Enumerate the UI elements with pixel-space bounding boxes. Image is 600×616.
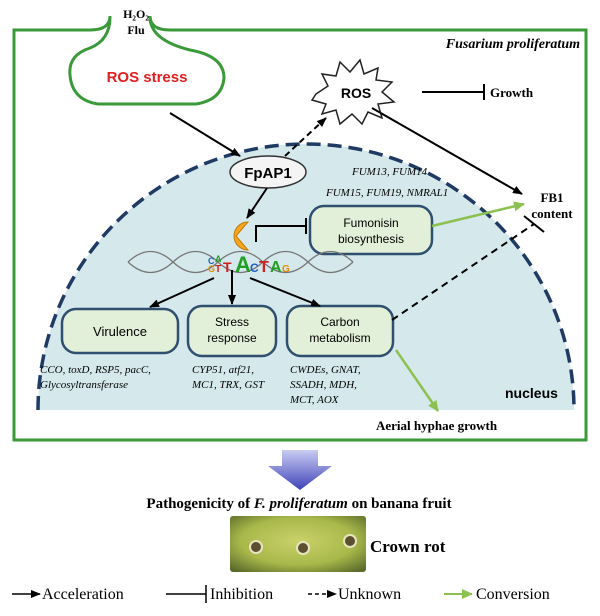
- virulence-genes-line1: CCO, toxD, RSP5, pacC,: [40, 364, 151, 376]
- banana-fruit-image: [230, 516, 366, 572]
- conversion-arrows: [394, 201, 525, 412]
- svg-text:T: T: [223, 259, 232, 275]
- virulence-box: [60, 307, 180, 355]
- fumonisin-box: [308, 204, 434, 256]
- arrows: [149, 107, 535, 321]
- nucleus-label: nucleus: [505, 385, 558, 401]
- legend-graphics: [12, 585, 473, 603]
- svg-text:A: A: [270, 259, 282, 276]
- inhibition-lines: [255, 84, 545, 242]
- fpap1-protein-icon: [233, 221, 250, 251]
- fpap1-label: FpAP1: [244, 165, 292, 182]
- pathogenicity-species: F. proliferatum: [253, 496, 348, 512]
- svg-text:G: G: [282, 264, 290, 275]
- svg-text:C: C: [208, 256, 215, 266]
- fb1-line2: content: [531, 206, 573, 221]
- ros-stress-label: ROS stress: [107, 69, 188, 86]
- organism-label: Fusarium proliferatum: [445, 37, 580, 52]
- stress-genes-line1: CYP51, atf21,: [192, 364, 254, 376]
- virulence-label: Virulence: [93, 324, 147, 339]
- carbon-genes-line2: SSADH, MDH,: [290, 379, 357, 391]
- stressor-h2o2: H₂O₂: [123, 7, 149, 21]
- legend-inhibition: Inhibition: [210, 586, 273, 603]
- carbon-metabolism-line2: metabolism: [309, 331, 370, 345]
- fumonisin-line2: biosynthesis: [338, 232, 404, 246]
- carbon-metabolism-box: [285, 304, 395, 358]
- svg-text:C: C: [250, 261, 259, 275]
- virulence-genes-line2: Glycosyltransferase: [40, 379, 128, 391]
- down-arrow-icon: [268, 450, 332, 490]
- fpap1-ellipse: [229, 155, 307, 189]
- pathogenicity-suffix: on banana fruit: [348, 496, 452, 512]
- fb1-line1: FB1: [540, 190, 563, 205]
- legend-unknown: Unknown: [338, 586, 401, 603]
- crown-rot-label: Crown rot: [370, 537, 446, 556]
- ros-label: ROS: [341, 85, 371, 101]
- svg-text:A: A: [215, 254, 222, 264]
- stress-response-line2: response: [207, 331, 257, 345]
- fum-genes-line2: FUM15, FUM19, NMRAL1: [325, 187, 448, 199]
- fum-genes-line1: FUM13, FUM14: [351, 166, 428, 178]
- carbon-metabolism-line1: Carbon: [320, 315, 359, 329]
- pathogenicity-title: Pathogenicity of F. proliferatum on bana…: [146, 496, 451, 512]
- growth-label: Growth: [490, 85, 534, 100]
- aerial-hyphae-label: Aerial hyphae growth: [376, 418, 498, 433]
- carbon-genes-line3: MCT, AOX: [289, 394, 340, 406]
- stressor-flu: Flu: [127, 23, 145, 37]
- pathogenicity-prefix: Pathogenicity of: [146, 496, 253, 512]
- ros-stress-vesicle: [68, 16, 226, 106]
- sequence-logo: G C T A T A C T A G: [208, 252, 290, 277]
- fumonisin-line1: Fumonisin: [343, 216, 398, 230]
- svg-text:G: G: [208, 264, 215, 274]
- dna-helix: [127, 250, 354, 274]
- legend-conversion: Conversion: [476, 586, 550, 603]
- legend-acceleration: Acceleration: [42, 586, 124, 603]
- stress-response-box: [186, 304, 278, 358]
- svg-text:T: T: [215, 264, 221, 275]
- stress-genes-line2: MC1, TRX, GST: [191, 379, 265, 391]
- stress-response-line1: Stress: [215, 315, 249, 329]
- svg-text:T: T: [259, 259, 269, 276]
- carbon-genes-line1: CWDEs, GNAT,: [290, 364, 361, 376]
- svg-text:A: A: [235, 252, 251, 277]
